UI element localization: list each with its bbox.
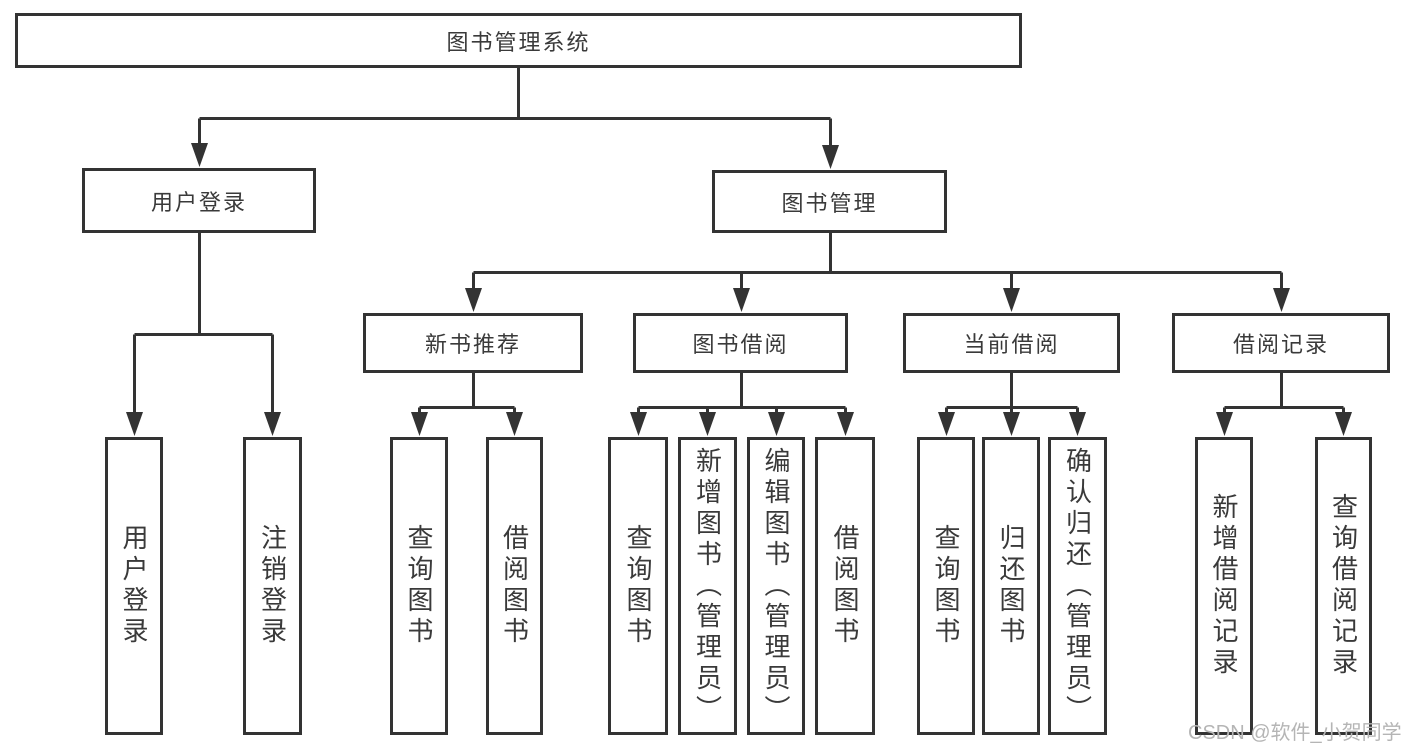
node-label: 图书管理 <box>781 190 878 216</box>
arrow-down-icon <box>837 412 854 436</box>
connector-book-borrow-split <box>637 373 847 414</box>
node-label: 新书推荐 <box>424 332 521 357</box>
connector-root-split <box>198 68 832 148</box>
arrow-down-icon <box>1003 412 1020 436</box>
arrow-down-icon <box>1069 412 1086 436</box>
leaf-label: 用户登录 <box>119 524 149 648</box>
leaf-borrow-books: 借阅图书 <box>486 437 543 735</box>
leaf-add-books-admin: 新增图书（管理员） <box>678 437 737 735</box>
leaf-edit-books-admin: 编辑图书（管理员） <box>747 437 805 735</box>
node-label: 当前借阅 <box>963 332 1060 357</box>
leaf-label: 确认归还（管理员） <box>1062 446 1093 726</box>
node-label: 用户登录 <box>150 189 247 215</box>
leaf-label: 归还图书 <box>996 524 1026 648</box>
leaf-query-books: 查询图书 <box>608 437 668 735</box>
arrow-down-icon <box>191 143 208 167</box>
leaf-label: 查询借阅记录 <box>1328 493 1359 679</box>
arrow-down-icon <box>630 412 647 436</box>
leaf-label: 编辑图书（管理员） <box>761 446 791 726</box>
arrow-down-icon <box>699 412 716 436</box>
node-book-borrowing: 图书借阅 <box>633 313 848 373</box>
arrow-down-icon <box>1273 288 1290 312</box>
leaf-label: 新增借阅记录 <box>1209 493 1239 679</box>
connector-borrow-records-split <box>1223 373 1345 414</box>
arrow-down-icon <box>1335 412 1352 436</box>
node-label: 图书管理系统 <box>446 29 591 55</box>
node-borrowing-records: 借阅记录 <box>1172 313 1390 373</box>
arrow-down-icon <box>1216 412 1233 436</box>
arrow-down-icon <box>506 412 523 436</box>
node-current-borrowing: 当前借阅 <box>903 313 1120 373</box>
arrow-down-icon <box>768 412 785 436</box>
leaf-query-books: 查询图书 <box>390 437 448 735</box>
node-library-management-system: 图书管理系统 <box>15 13 1022 68</box>
leaf-label: 借阅图书 <box>499 524 530 648</box>
arrow-down-icon <box>1003 288 1020 312</box>
arrow-down-icon <box>411 412 428 436</box>
arrow-down-icon <box>733 288 750 312</box>
connector-book-mgmt-split <box>472 232 1283 291</box>
connector-new-book-rec-split <box>418 373 516 414</box>
node-book-management: 图书管理 <box>712 170 947 233</box>
leaf-confirm-return-admin: 确认归还（管理员） <box>1048 437 1107 735</box>
arrow-down-icon <box>465 288 482 312</box>
leaf-label: 注销登录 <box>257 524 288 648</box>
leaf-label: 新增图书（管理员） <box>692 446 723 726</box>
leaf-return-books: 归还图书 <box>982 437 1040 735</box>
node-user-login: 用户登录 <box>82 168 316 233</box>
arrow-down-icon <box>938 412 955 436</box>
watermark: CSDN @软件_小贺同学 <box>1188 722 1402 744</box>
connector-user-login-split <box>133 233 274 414</box>
arrow-down-icon <box>822 145 839 169</box>
arrow-down-icon <box>126 412 143 436</box>
leaf-query-books: 查询图书 <box>917 437 975 735</box>
leaf-label: 查询图书 <box>623 524 653 648</box>
leaf-add-borrow-record: 新增借阅记录 <box>1195 437 1253 735</box>
connector-current-borrow-split <box>945 373 1079 414</box>
node-new-book-recommendation: 新书推荐 <box>363 313 583 373</box>
node-label: 图书借阅 <box>692 332 789 357</box>
leaf-logout: 注销登录 <box>243 437 302 735</box>
leaf-label: 查询图书 <box>404 524 434 648</box>
leaf-user-login: 用户登录 <box>105 437 163 735</box>
leaf-label: 借阅图书 <box>830 524 860 648</box>
leaf-query-borrow-record: 查询借阅记录 <box>1315 437 1372 735</box>
leaf-label: 查询图书 <box>931 524 961 648</box>
node-label: 借阅记录 <box>1232 332 1329 357</box>
leaf-borrow-books: 借阅图书 <box>815 437 875 735</box>
arrow-down-icon <box>264 412 281 436</box>
arrowheads <box>126 143 1352 436</box>
